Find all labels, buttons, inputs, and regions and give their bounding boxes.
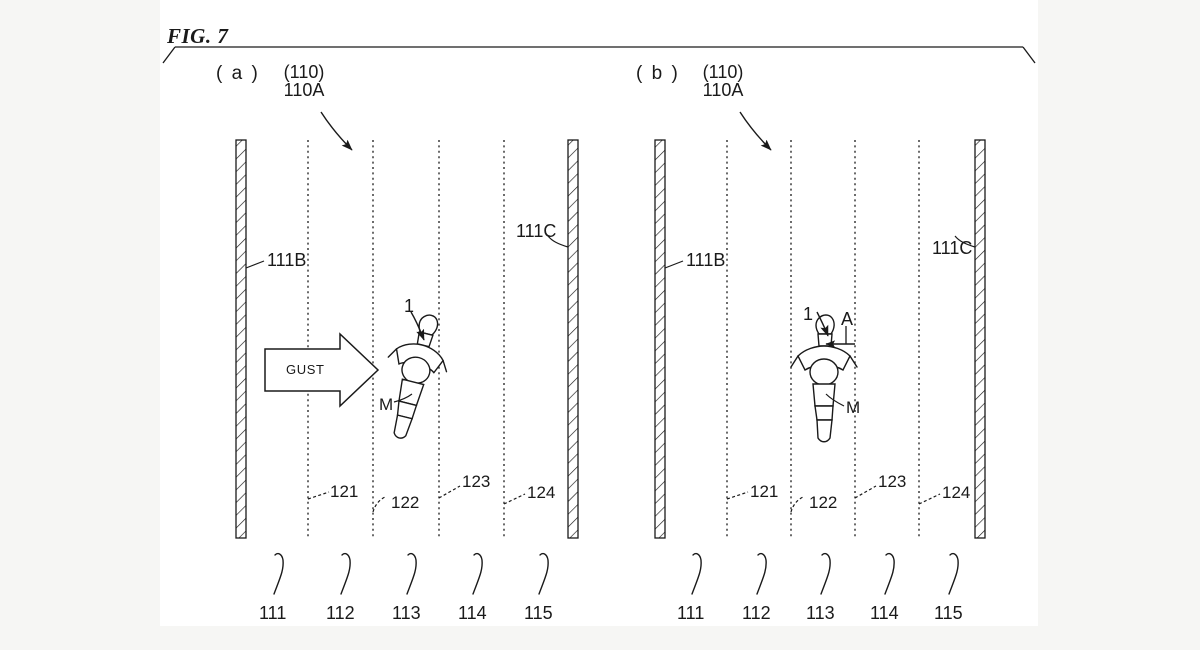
panel-a-pool: [235, 111, 579, 595]
panel-b-letter: ( b ): [636, 63, 680, 84]
panel-a-swimmer-leader: [410, 311, 425, 341]
panel-a-leader-124: [503, 493, 526, 505]
panel-a-111c-leader: [547, 235, 569, 248]
panel-b-a-indicator: [825, 326, 855, 348]
panel-a-wall-right-label: 111C: [516, 221, 557, 241]
panel-b-lane-leaders: [691, 552, 959, 595]
panel-a-letter: ( a ): [216, 63, 260, 84]
panel-a-lane-label-112: 112: [326, 603, 355, 623]
panel-b-leader-122: [790, 496, 804, 513]
panel-a-lane-label-115: 115: [524, 603, 553, 623]
panel-a-gust-arrow: [264, 332, 380, 408]
panel-b-divider-label-122: 122: [809, 493, 838, 512]
panel-a-lane-label-111: 111: [259, 603, 287, 623]
header-rule: [162, 46, 1036, 64]
panel-b-swimmer-label: 1: [803, 304, 814, 324]
panel-a-group-paren: (110): [283, 62, 325, 82]
panel-b-lane-label-112: 112: [742, 603, 771, 623]
panel-b-leader-121: [726, 491, 749, 500]
panel-b-leader-124: [918, 493, 941, 505]
panel-b-111b-leader: [664, 260, 684, 269]
panel-b-divider-label-124: 124: [942, 483, 971, 502]
panel-a-lane-label-113: 113: [392, 603, 421, 623]
panel-a-divider-label-121: 121: [330, 482, 359, 501]
panel-b-wall-right: [974, 139, 986, 539]
panel-b-lane-dividers: [726, 140, 920, 538]
panel-a-mark-leader: [393, 393, 413, 403]
panel-b-111c-leader: [954, 235, 976, 248]
panel-b-110a-leader: [739, 111, 772, 151]
panel-b-divider-label-123: 123: [878, 472, 907, 491]
panel-a-swimmer-label: 1: [404, 296, 415, 316]
panel-a-lane-label-114: 114: [458, 603, 487, 623]
panel-a-wall-left-label: 111B: [267, 250, 307, 270]
panel-b-mark-leader: [825, 393, 845, 407]
panel-b-divider-label-121: 121: [750, 482, 779, 501]
panel-b-wall-left: [654, 139, 666, 539]
panel-b-wall-left-label: 111B: [686, 250, 726, 270]
panel-a-wall-right: [567, 139, 579, 539]
panel-a-divider-label-124: 124: [527, 483, 556, 502]
patent-page-sheet: [160, 0, 1038, 626]
panel-a-wall-left: [235, 139, 247, 539]
panel-a-group-label: 110A: [283, 80, 325, 100]
panel-b-lane-label-115: 115: [934, 603, 963, 623]
panel-a-mark-label: M: [379, 395, 394, 414]
panel-b-arrow-label: A: [841, 309, 854, 329]
panel-b-pool: [654, 111, 986, 595]
panel-b-swimmer: [790, 314, 858, 443]
panel-a-divider-label-122: 122: [391, 493, 420, 512]
panel-a-swimmer: [387, 314, 448, 439]
panel-a-leader-121: [307, 491, 330, 500]
panel-b-group-paren: (110): [702, 62, 744, 82]
panel-a-lane-leaders: [273, 552, 549, 595]
panel-a-111b-leader: [245, 260, 265, 269]
panel-b-mark-label: M: [846, 398, 861, 417]
panel-a-divider-label-123: 123: [462, 472, 491, 491]
panel-a-gust-label: GUST: [286, 362, 325, 377]
panel-a-lane-dividers: [307, 140, 505, 538]
panel-b-lane-label-111: 111: [677, 603, 705, 623]
panel-b-leader-123: [854, 485, 877, 499]
panel-a-leader-123: [438, 485, 461, 499]
panel-b-wall-right-label: 111C: [932, 238, 973, 258]
panel-b-lane-label-113: 113: [806, 603, 835, 623]
panel-a-110a-leader: [320, 111, 353, 151]
figure-title: FIG. 7: [167, 24, 229, 48]
panel-b-group-label: 110A: [702, 80, 744, 100]
panel-b-swimmer-leader: [816, 311, 829, 337]
panel-a-leader-122: [372, 496, 386, 513]
panel-b-lane-label-114: 114: [870, 603, 899, 623]
